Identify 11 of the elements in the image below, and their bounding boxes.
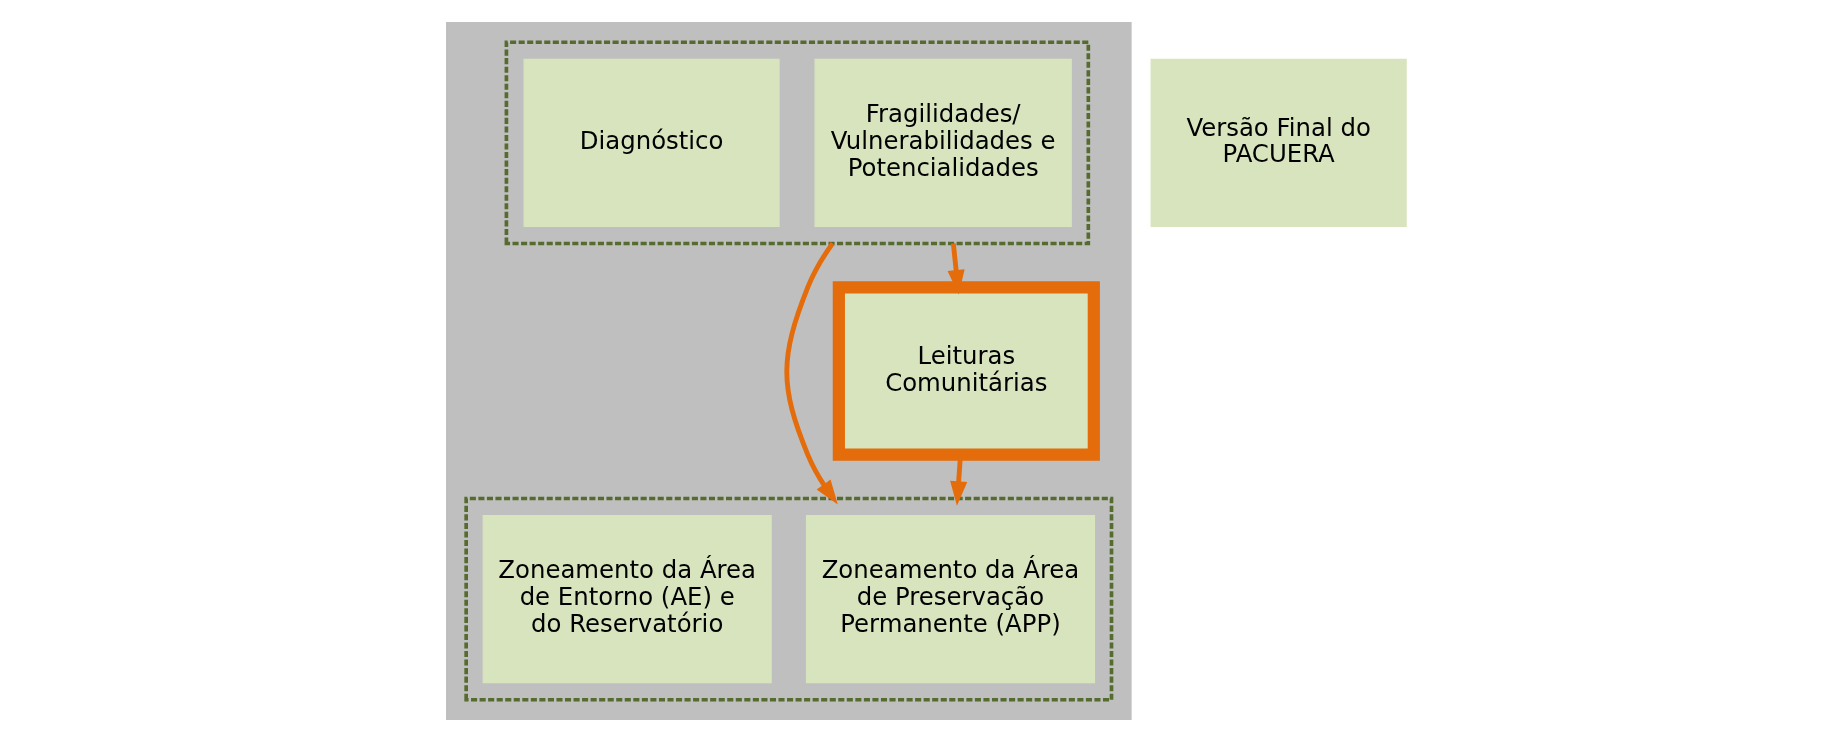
node-box: Leituras Comunitárias xyxy=(832,281,1100,461)
node-box: Fragilidades/ Vulnerabilidades e Potencialidades xyxy=(814,58,1072,228)
node-box: Diagnóstico xyxy=(523,58,780,228)
cluster xyxy=(446,22,1132,720)
cluster xyxy=(504,40,1091,246)
node-box: Zoneamento da Área de Preservação Permanente (APP) xyxy=(805,514,1096,684)
node-box: Zoneamento da Área de Entorno (AE) e do Reservatório xyxy=(482,514,772,684)
arrow xyxy=(784,242,838,505)
cluster xyxy=(464,496,1114,702)
arrow xyxy=(947,243,965,295)
node-box: Versão Final do PACUERA xyxy=(1150,58,1407,228)
